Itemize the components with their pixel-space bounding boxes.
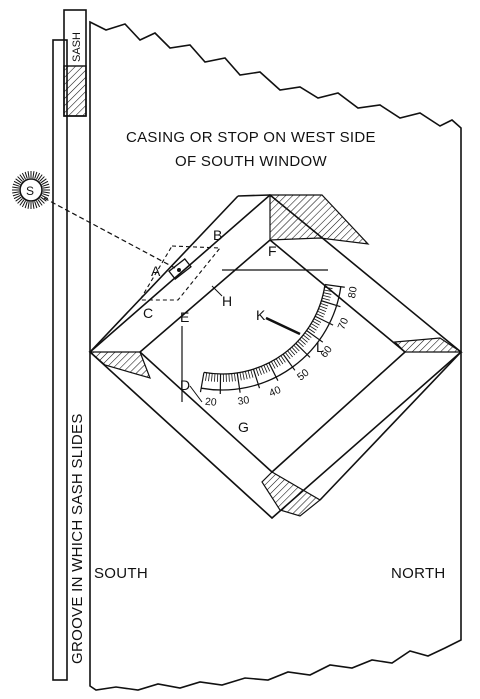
scale-tick-label: 30: [237, 394, 251, 408]
sun-ray: [42, 184, 49, 186]
sun-label: S: [26, 184, 34, 198]
label-a: A: [151, 263, 161, 279]
scale-tick-label: 70: [336, 316, 352, 332]
scale-tick: [325, 284, 345, 287]
scale-tick: [266, 364, 269, 371]
scale-tick: [323, 293, 331, 295]
caption-line-2: OF SOUTH WINDOW: [175, 153, 328, 170]
label-b: B: [213, 227, 222, 243]
sash-label: SASH: [71, 32, 83, 62]
frame-bevel-left: [90, 352, 150, 378]
scale-tick: [296, 343, 310, 357]
label-k: K: [256, 307, 266, 323]
scale-tick: [316, 314, 323, 317]
sun-ray: [35, 172, 37, 179]
caption-line-1: CASING OR STOP ON WEST SIDE: [126, 129, 376, 146]
sun-ray: [42, 194, 49, 196]
sun-ray: [13, 194, 20, 196]
sash-hatched-section: [64, 66, 86, 116]
sun-ray: [12, 192, 19, 193]
casing-board: [90, 22, 461, 690]
label-f: F: [268, 243, 277, 259]
scale-tick: [214, 374, 215, 382]
groove-strip: [53, 40, 67, 680]
scale-tick-label: 50: [295, 367, 312, 384]
sun-ray: [12, 187, 19, 188]
scale-tick: [317, 311, 324, 314]
scale-tick: [251, 370, 253, 378]
scale-tick: [313, 321, 320, 325]
scale-tick: [319, 309, 326, 312]
scale-tick: [274, 360, 278, 367]
scale-tick-label: 40: [267, 384, 283, 400]
pointer-k: [266, 318, 300, 334]
sun-ray: [33, 202, 34, 209]
scale-tick: [237, 373, 240, 393]
scale-tick-label: 80: [346, 285, 360, 299]
scale-tick: [259, 367, 262, 374]
sun-ray: [43, 187, 50, 188]
scale-tick: [320, 303, 328, 306]
scale-tick: [206, 373, 207, 381]
sun-ray: [28, 202, 29, 209]
scale-tick: [320, 306, 328, 309]
scale-tick: [323, 295, 331, 297]
scale-tick: [240, 372, 241, 380]
scale-tick: [208, 373, 209, 381]
scale-tick: [264, 365, 267, 372]
scale-tick: [229, 374, 230, 382]
sun-ray-line: [44, 198, 175, 268]
point-a-dot: [177, 268, 181, 272]
scale-tick: [211, 374, 212, 382]
label-d: D: [180, 377, 190, 393]
sun-ray: [25, 172, 27, 179]
scale-tick: [234, 373, 235, 381]
sun-ray: [33, 171, 34, 178]
scale-tick: [322, 298, 330, 300]
sun-ray: [43, 192, 50, 193]
north-label: NORTH: [391, 565, 446, 582]
sun-ray: [28, 171, 29, 178]
scale-tick: [248, 371, 250, 379]
label-h: H: [222, 293, 232, 309]
scale-tick: [314, 319, 321, 323]
frame-edge-bottom-right: [320, 352, 461, 500]
groove-label: GROOVE IN WHICH SASH SLIDES: [69, 413, 86, 664]
label-c: C: [143, 305, 153, 321]
south-label: SOUTH: [94, 565, 148, 582]
sun-ray: [13, 184, 20, 186]
frame-bevel-bottom: [262, 472, 320, 516]
sun-ray: [25, 201, 27, 208]
scale-tick: [245, 371, 247, 379]
scale-tick-label: 20: [204, 396, 217, 409]
scale-tick: [261, 366, 264, 373]
label-l: L: [316, 339, 324, 355]
frame-edge-top-left: [90, 196, 238, 352]
sun-ray: [35, 201, 37, 208]
leader-h: [212, 286, 222, 296]
scale-tick: [232, 374, 233, 382]
label-e: E: [180, 309, 189, 325]
label-g: G: [238, 419, 249, 435]
frame-bevel-right: [395, 338, 461, 352]
frame-bevel-top-right: [270, 195, 368, 244]
frame-edge-top-left-2: [238, 195, 270, 196]
scale-tick: [243, 372, 245, 380]
scale-tick: [256, 368, 259, 376]
